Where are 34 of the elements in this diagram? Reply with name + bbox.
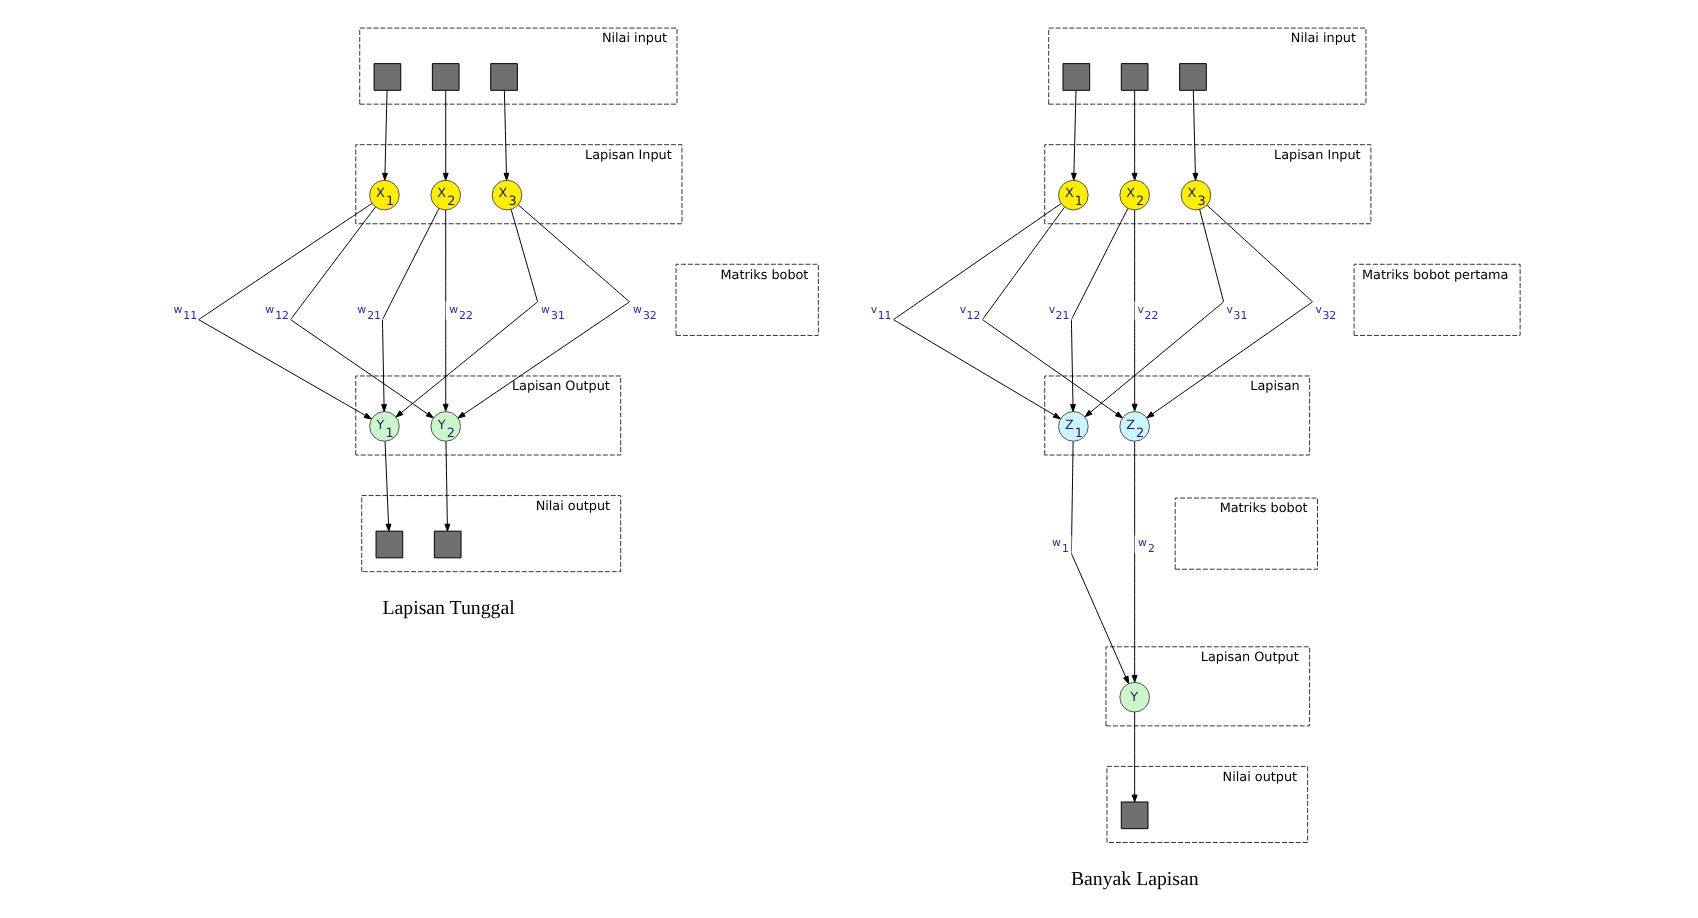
node-box [433, 530, 462, 559]
arrow [381, 207, 440, 413]
arrow [1070, 440, 1130, 684]
label: Lapisan Tunggal [382, 598, 515, 621]
arrow [382, 90, 388, 181]
arrow [442, 209, 449, 412]
arrow [395, 209, 539, 418]
node-box [375, 530, 404, 559]
node-box [1120, 63, 1149, 91]
arrow [1084, 209, 1225, 418]
arrow [1071, 90, 1077, 181]
arrow [1146, 204, 1314, 419]
arrow [1131, 209, 1138, 412]
arrow [198, 202, 373, 420]
node-box [1120, 801, 1149, 830]
node-box [490, 63, 518, 91]
arrow [1192, 90, 1199, 181]
arrow [981, 207, 1123, 419]
node-box [431, 63, 460, 91]
arrow [290, 206, 434, 419]
node-box [1179, 63, 1207, 91]
arrow [503, 90, 510, 181]
arrow [1131, 441, 1138, 683]
arrow [1131, 90, 1138, 181]
node-box [373, 63, 402, 91]
node-box [1062, 63, 1091, 91]
arrow [442, 90, 449, 181]
arrow [457, 204, 631, 419]
arrow [1131, 711, 1138, 803]
label: Banyak Lapisan [1070, 869, 1199, 892]
arrow [384, 440, 392, 532]
arrow [893, 203, 1062, 420]
arrow [444, 440, 451, 532]
arrow [1070, 207, 1129, 413]
